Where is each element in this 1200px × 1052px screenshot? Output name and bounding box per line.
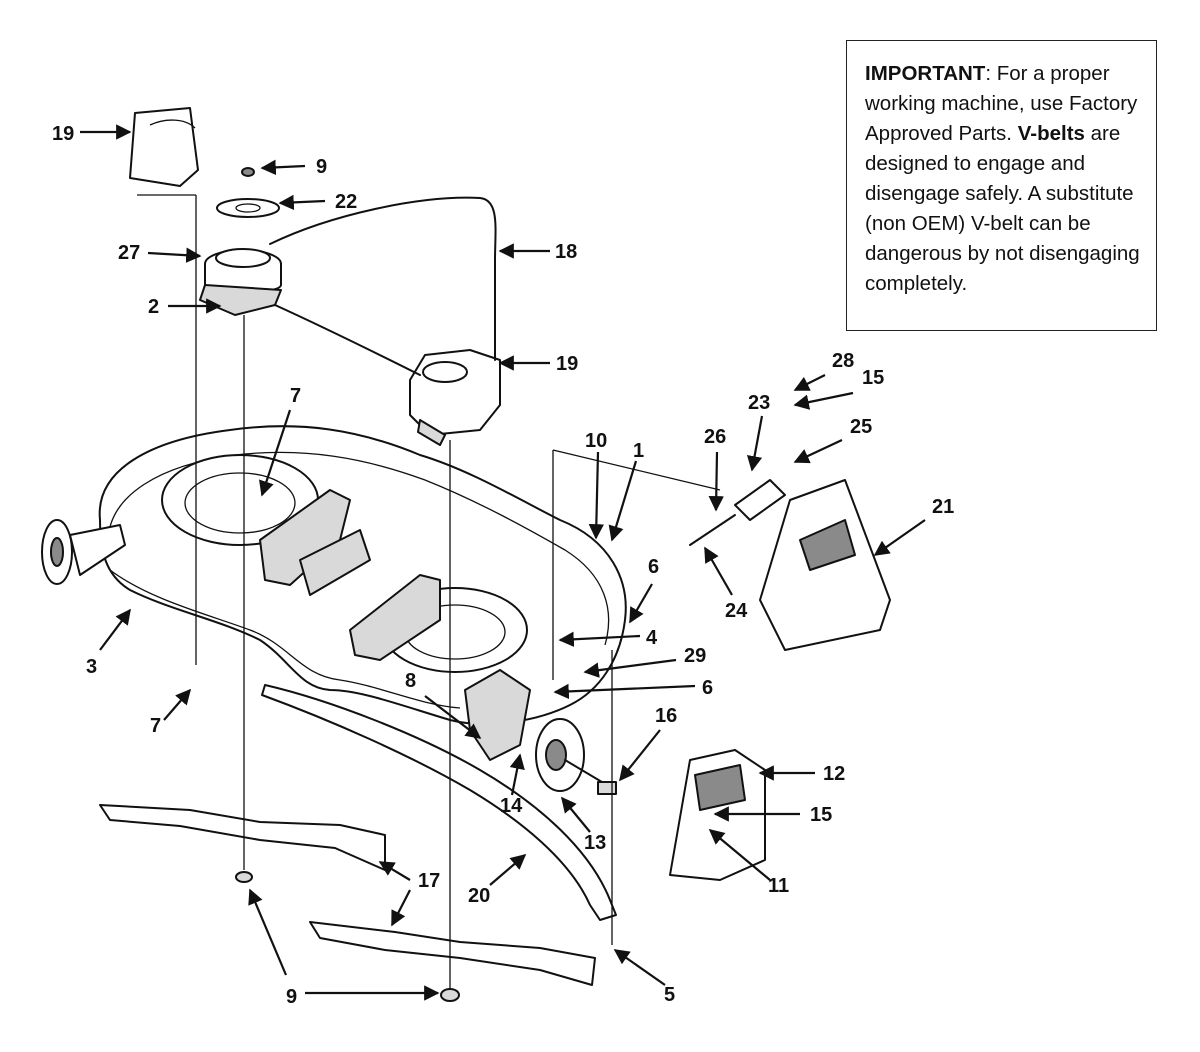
callout-12: 12 [823, 763, 845, 785]
callout-arrows [80, 124, 926, 1001]
top-left-cover [129, 107, 199, 187]
callout-25: 25 [850, 416, 872, 438]
callout-28: 28 [832, 350, 854, 372]
callout-9-bottom: 9 [286, 986, 297, 1008]
blades [99, 804, 596, 1002]
callout-24: 24 [725, 600, 748, 622]
callout-4: 4 [646, 627, 658, 649]
callout-18: 18 [555, 241, 577, 263]
callout-5: 5 [664, 984, 675, 1006]
notice-heading: IMPORTANT [865, 62, 986, 85]
notice-line1: : For a proper working machine, use Fact… [865, 62, 1138, 145]
callout-11: 11 [768, 875, 789, 897]
callout-20: 20 [468, 885, 490, 907]
callout-6-a: 6 [648, 556, 659, 578]
notice-line2: are designed to engage and disengage saf… [865, 122, 1140, 295]
callout-7-bottom: 7 [150, 715, 161, 737]
callout-22: 22 [335, 191, 357, 213]
callout-16: 16 [655, 705, 677, 727]
callout-19-top: 19 [52, 123, 74, 145]
important-notice-box: IMPORTANT: For a proper working machine,… [846, 40, 1157, 331]
callout-9-top: 9 [316, 156, 327, 178]
callout-19-mid: 19 [556, 353, 578, 375]
callout-labels: 19 9 22 27 18 2 19 7 10 1 28 15 23 26 25… [52, 123, 954, 1008]
callout-10: 10 [585, 430, 607, 452]
idler-bracket [409, 349, 501, 446]
v-belt [269, 196, 497, 376]
callout-8: 8 [405, 670, 416, 692]
callout-13: 13 [584, 832, 606, 854]
callout-6-b: 6 [702, 677, 713, 699]
notice-vbelts: V-belts [1017, 122, 1085, 145]
callout-7-top: 7 [290, 385, 301, 407]
discharge-chute [689, 479, 891, 651]
callout-21: 21 [932, 496, 954, 518]
callout-15-bottom: 15 [810, 804, 832, 826]
callout-1: 1 [633, 440, 644, 462]
left-spindle-pulley [199, 167, 282, 316]
callout-2: 2 [148, 296, 159, 318]
callout-15-top: 15 [862, 367, 884, 389]
callout-23: 23 [748, 392, 770, 414]
deck-housing [41, 425, 627, 795]
callout-3: 3 [86, 656, 97, 678]
baffle-rod [261, 684, 617, 921]
callout-14: 14 [500, 795, 523, 817]
callout-27: 27 [118, 242, 140, 264]
callout-17: 17 [418, 870, 440, 892]
callout-26: 26 [704, 426, 726, 448]
callout-29: 29 [684, 645, 706, 667]
